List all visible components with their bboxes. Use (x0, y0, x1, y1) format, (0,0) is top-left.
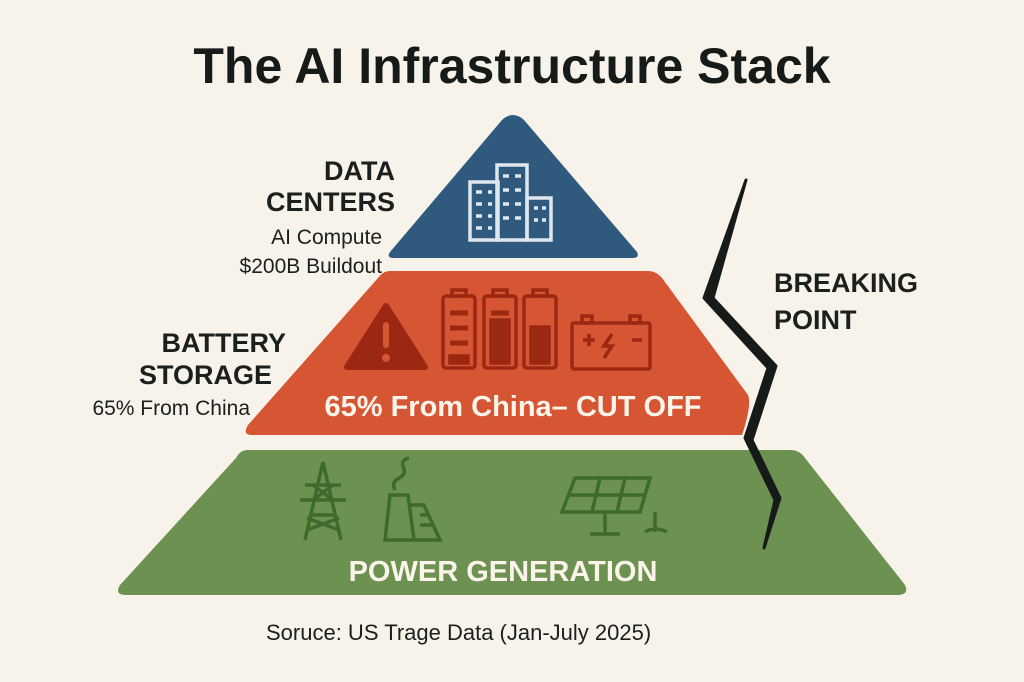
battery-icon (522, 288, 558, 370)
power-generation-text: POWER GENERATION (349, 556, 658, 588)
solar-panel-icon (559, 476, 668, 536)
data-centers-label-line1: DATA (324, 156, 395, 186)
breaking-point-line1: BREAKING (774, 268, 918, 298)
breaking-crack (702, 178, 782, 550)
battery-icon (441, 288, 477, 370)
battery-storage-layer: 65% From China– CUT OFF (245, 271, 750, 435)
data-centers-sub2: $200B Buildout (240, 255, 383, 278)
page-title: The AI Infrastructure Stack (193, 38, 830, 94)
warning-icon (344, 303, 428, 370)
battery-label-line1: BATTERY (162, 328, 287, 358)
breaking-point-line2: POINT (774, 305, 857, 335)
buildings-icon (468, 163, 553, 242)
power-plant-icon (383, 456, 443, 542)
data-centers-layer (388, 115, 638, 258)
source-note: Soruce: US Trage Data (Jan-July 2025) (266, 620, 651, 645)
battery-icon (482, 288, 518, 370)
data-centers-sub1: AI Compute (271, 226, 382, 249)
power-generation-layer: POWER GENERATION (118, 450, 907, 595)
battery-sub1: 65% From China (92, 397, 250, 420)
data-centers-label-line2: CENTERS (266, 187, 395, 217)
battery-cutoff-text: 65% From China– CUT OFF (324, 391, 701, 423)
battery-label-line2: STORAGE (139, 360, 272, 390)
transmission-tower-icon (300, 461, 346, 541)
car-battery-icon (570, 314, 652, 371)
